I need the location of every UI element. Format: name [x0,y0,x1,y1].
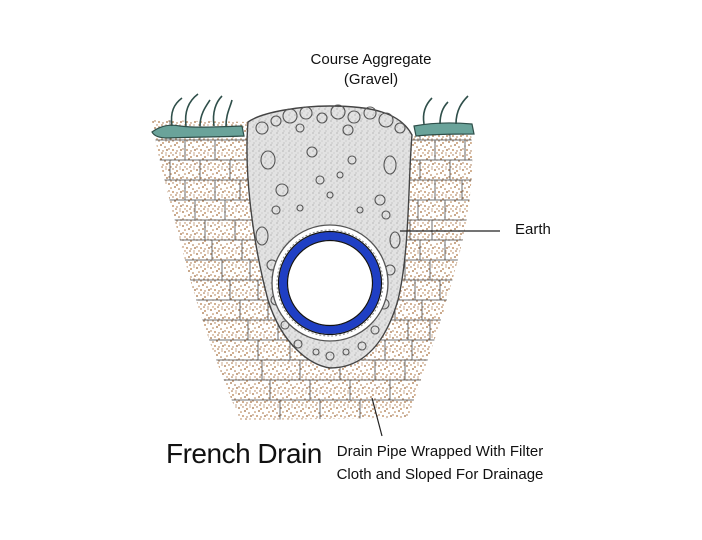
pipe-label-line-2: Cloth and Sloped For Drainage [336,466,544,483]
aggregate-label: Course Aggregate (Gravel) [296,50,446,90]
aggregate-label-line-1: Course Aggregate [310,51,432,68]
drain-pipe [271,224,389,342]
diagram-title: French Drain [166,438,322,469]
pipe-wall [279,232,381,334]
grass-left [151,93,245,139]
pipe-label-line-1: Drain Pipe Wrapped With Filter [336,443,544,460]
leader-lines [371,230,500,437]
aggregate-label-line-2: (Gravel) [343,71,399,88]
pipe-leader-line [371,397,383,437]
earth-label: Earth [515,221,551,238]
grass-right [413,95,475,137]
pipe-label: Drain Pipe Wrapped With Filter Cloth and… [330,440,550,486]
